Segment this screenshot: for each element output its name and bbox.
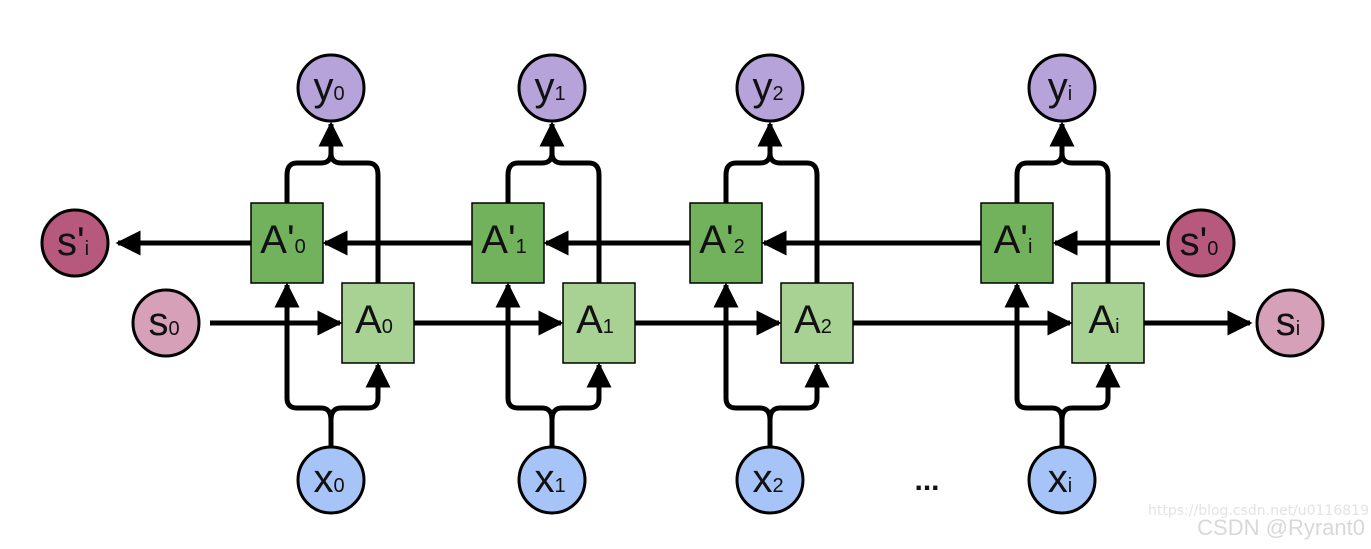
output-node-1: y1 <box>517 53 587 123</box>
ellipsis: ... <box>914 464 939 497</box>
output-node-1-shape <box>517 53 587 123</box>
edge-x0-backcell <box>274 282 334 446</box>
input-node-1: x1 <box>517 445 587 515</box>
edge-fwdcell3-y <box>1059 152 1111 283</box>
output-node-1-label: y1 <box>534 65 565 109</box>
input-node-0-shape <box>296 445 366 515</box>
watermark-url: https://blog.csdn.net/u0116819 <box>1148 503 1369 519</box>
output-node-0-shape <box>296 53 366 123</box>
state-si-label: si <box>1276 300 1300 344</box>
backward-cell-3-shape <box>980 202 1054 284</box>
backward-cell-1: A'1 <box>471 202 545 284</box>
state-s-prime-0: s'0 <box>1166 208 1236 278</box>
edge-backcell0-y <box>284 152 334 203</box>
input-node-2-shape <box>735 445 805 515</box>
forward-cell-0: A0 <box>341 282 415 364</box>
backward-cell-1-shape <box>471 202 545 284</box>
output-node-2-label: y2 <box>752 65 783 109</box>
backward-cell-0-label: A'0 <box>260 218 305 262</box>
edge-backcell3-y <box>1014 152 1065 203</box>
state-s0-shape <box>131 288 201 358</box>
input-node-2: x2 <box>735 445 805 515</box>
forward-cell-2-label: A2 <box>794 298 832 342</box>
edge-x3-fwdcell <box>1059 362 1121 421</box>
forward-cell-1-shape <box>562 282 636 364</box>
input-node-2-label: x2 <box>752 457 783 501</box>
backward-cell-2-shape <box>689 202 763 284</box>
state-s-prime-i: s'i <box>40 208 110 278</box>
state-s-prime-0-shape <box>1166 208 1236 278</box>
input-node-3-shape <box>1027 445 1097 515</box>
backward-cell-3-label: A'i <box>994 218 1033 262</box>
edge-x2-fwdcell <box>767 362 830 421</box>
forward-cell-0-label: A0 <box>355 298 393 342</box>
output-node-2-shape <box>735 53 805 123</box>
output-node-3: yi <box>1027 53 1097 123</box>
backward-cell-2: A'2 <box>689 202 763 284</box>
edge-backcell1-y <box>505 152 555 203</box>
input-node-3: xi <box>1027 445 1097 515</box>
state-s-prime-i-label: s'i <box>57 220 89 264</box>
nodes: A'0A0 x0 y0A'1A1 x1 y1A'2A2 x2 y2A'iAi xi yi s0 si… <box>40 53 1325 515</box>
forward-cell-3: Ai <box>1071 282 1145 364</box>
state-s0: s0 <box>131 288 201 358</box>
forward-cell-2: A2 <box>780 282 854 364</box>
edge-backcell2-y <box>723 152 773 203</box>
edge-fwdcell0-y <box>328 152 381 283</box>
watermark-credit: CSDN @Ryrant0 <box>1197 515 1365 540</box>
state-si-shape <box>1255 288 1325 358</box>
forward-cell-1-label: A1 <box>576 298 614 342</box>
backward-cell-2-label: A'2 <box>699 218 744 262</box>
state-s0-label: s0 <box>148 300 179 344</box>
edge-x0-fwdcell <box>328 362 391 421</box>
forward-cell-3-shape <box>1071 282 1145 364</box>
input-node-1-label: x1 <box>534 457 565 501</box>
edge-fwdcell1-y <box>549 152 602 283</box>
input-node-0-label: x0 <box>313 457 344 501</box>
forward-cell-0-shape <box>341 282 415 364</box>
state-s-prime-i-shape <box>40 208 110 278</box>
edge-x1-fwdcell <box>549 362 612 421</box>
forward-cell-1: A1 <box>562 282 636 364</box>
output-node-2: y2 <box>735 53 805 123</box>
backward-cell-0: A'0 <box>250 202 324 284</box>
input-node-3-label: xi <box>1048 457 1072 501</box>
edge-fwdcell2-y <box>767 152 820 283</box>
output-node-3-label: yi <box>1048 65 1072 109</box>
input-node-1-shape <box>517 445 587 515</box>
forward-cell-2-shape <box>780 282 854 364</box>
output-node-0: y0 <box>296 53 366 123</box>
forward-cell-3-label: Ai <box>1088 298 1119 342</box>
state-s-prime-0-label: s'0 <box>1180 220 1219 264</box>
backward-cell-3: A'i <box>980 202 1054 284</box>
edge-x3-backcell <box>1004 282 1065 446</box>
backward-cell-1-label: A'1 <box>481 218 526 262</box>
connections <box>115 121 1253 446</box>
state-si: si <box>1255 288 1325 358</box>
edge-x1-backcell <box>495 282 555 446</box>
edge-x2-backcell <box>713 282 773 446</box>
backward-cell-0-shape <box>250 202 324 284</box>
output-node-3-shape <box>1027 53 1097 123</box>
input-node-0: x0 <box>296 445 366 515</box>
output-node-0-label: y0 <box>313 65 344 109</box>
